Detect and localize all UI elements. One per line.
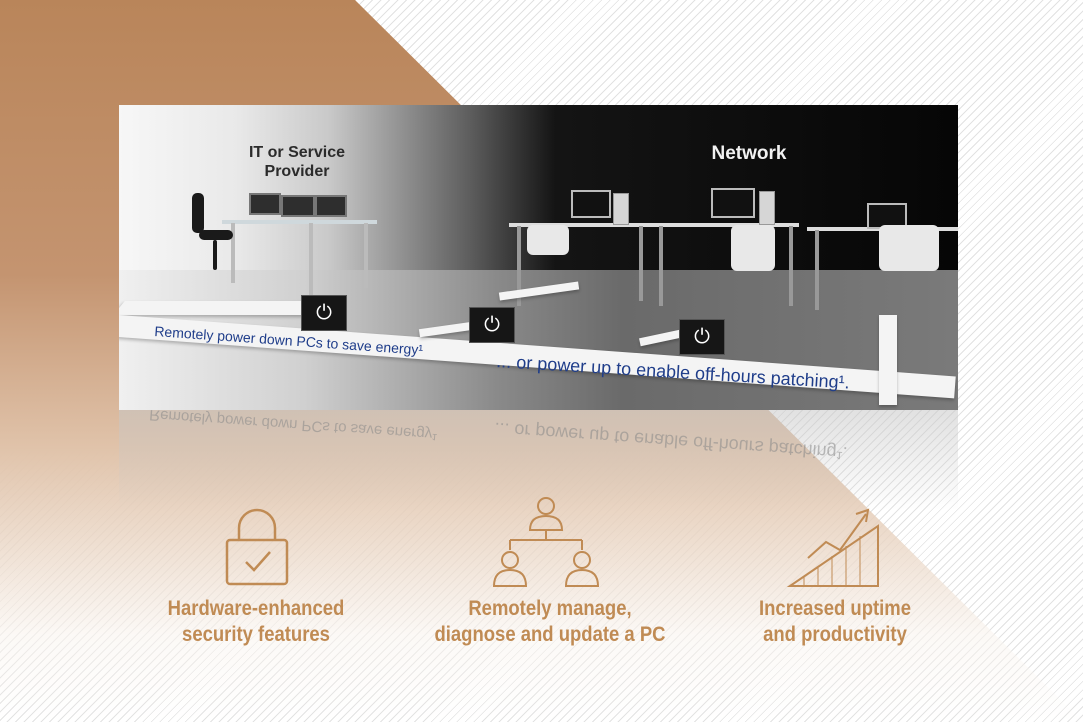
power-button-icon: ⏻ <box>679 319 725 355</box>
network-laptop <box>867 203 907 229</box>
feature-remote-manage-line2: diagnose and update a PC <box>434 623 666 646</box>
network-desk-leg <box>659 226 663 306</box>
org-chart-people-icon <box>492 497 600 587</box>
padlock-check-icon <box>225 508 289 586</box>
network-rail <box>879 315 897 405</box>
rising-chart-arrow-icon <box>786 508 879 587</box>
network-pc-tower <box>613 193 629 225</box>
feature-uptime: Increased uptime and productivity <box>721 596 950 648</box>
power-up-caption-reflection: ... or power up to enable off-hours patc… <box>493 418 849 464</box>
network-rail <box>119 301 325 315</box>
network-chair <box>731 225 775 271</box>
network-pc-tower <box>759 191 775 225</box>
it-monitor <box>249 193 281 215</box>
network-pc-monitor <box>711 188 755 218</box>
network-title: Network <box>711 143 787 164</box>
office-chair-stem <box>213 240 217 270</box>
network-desk-leg <box>789 226 793 306</box>
feature-security-line1: Hardware-enhanced <box>167 597 345 620</box>
feature-remote-manage: Remotely manage, diagnose and update a P… <box>430 596 669 648</box>
feature-uptime-line2: and productivity <box>763 623 907 646</box>
network-desk <box>649 223 799 227</box>
power-button-icon: ⏻ <box>301 295 347 331</box>
feature-remote-manage-line1: Remotely manage, <box>468 597 632 620</box>
power-down-caption-reflection: Remotely power down PCs to save energy¹ <box>148 410 438 444</box>
network-desk-leg <box>639 226 643 301</box>
power-button-icon: ⏻ <box>469 307 515 343</box>
office-chair-seat <box>199 230 233 240</box>
it-provider-title: IT or Service Provider <box>237 143 357 181</box>
it-desk-leg <box>231 223 235 283</box>
network-pc-monitor <box>571 190 611 218</box>
network-desk <box>509 223 649 227</box>
it-monitor <box>315 195 347 217</box>
it-monitor <box>281 195 315 217</box>
it-desk-leg <box>364 223 368 288</box>
network-desk-leg <box>815 230 819 310</box>
network-chair <box>879 225 939 271</box>
network-desk-leg <box>517 226 521 306</box>
it-provider-title-line2: Provider <box>264 163 330 180</box>
network-scene-illustration: IT or Service Provider Network ⏻ ⏻ ⏻ Rem… <box>119 105 958 410</box>
scene-reflection: Remotely power down PCs to save energy¹ … <box>119 410 958 510</box>
it-desk <box>222 220 377 224</box>
feature-uptime-line1: Increased uptime <box>758 597 911 620</box>
it-provider-title-line1: IT or Service <box>248 144 346 161</box>
feature-security-line2: security features <box>182 623 330 646</box>
feature-security: Hardware-enhanced security features <box>142 596 371 648</box>
office-chair-back <box>192 193 204 233</box>
it-desk-leg <box>309 223 313 298</box>
network-chair <box>527 225 569 255</box>
